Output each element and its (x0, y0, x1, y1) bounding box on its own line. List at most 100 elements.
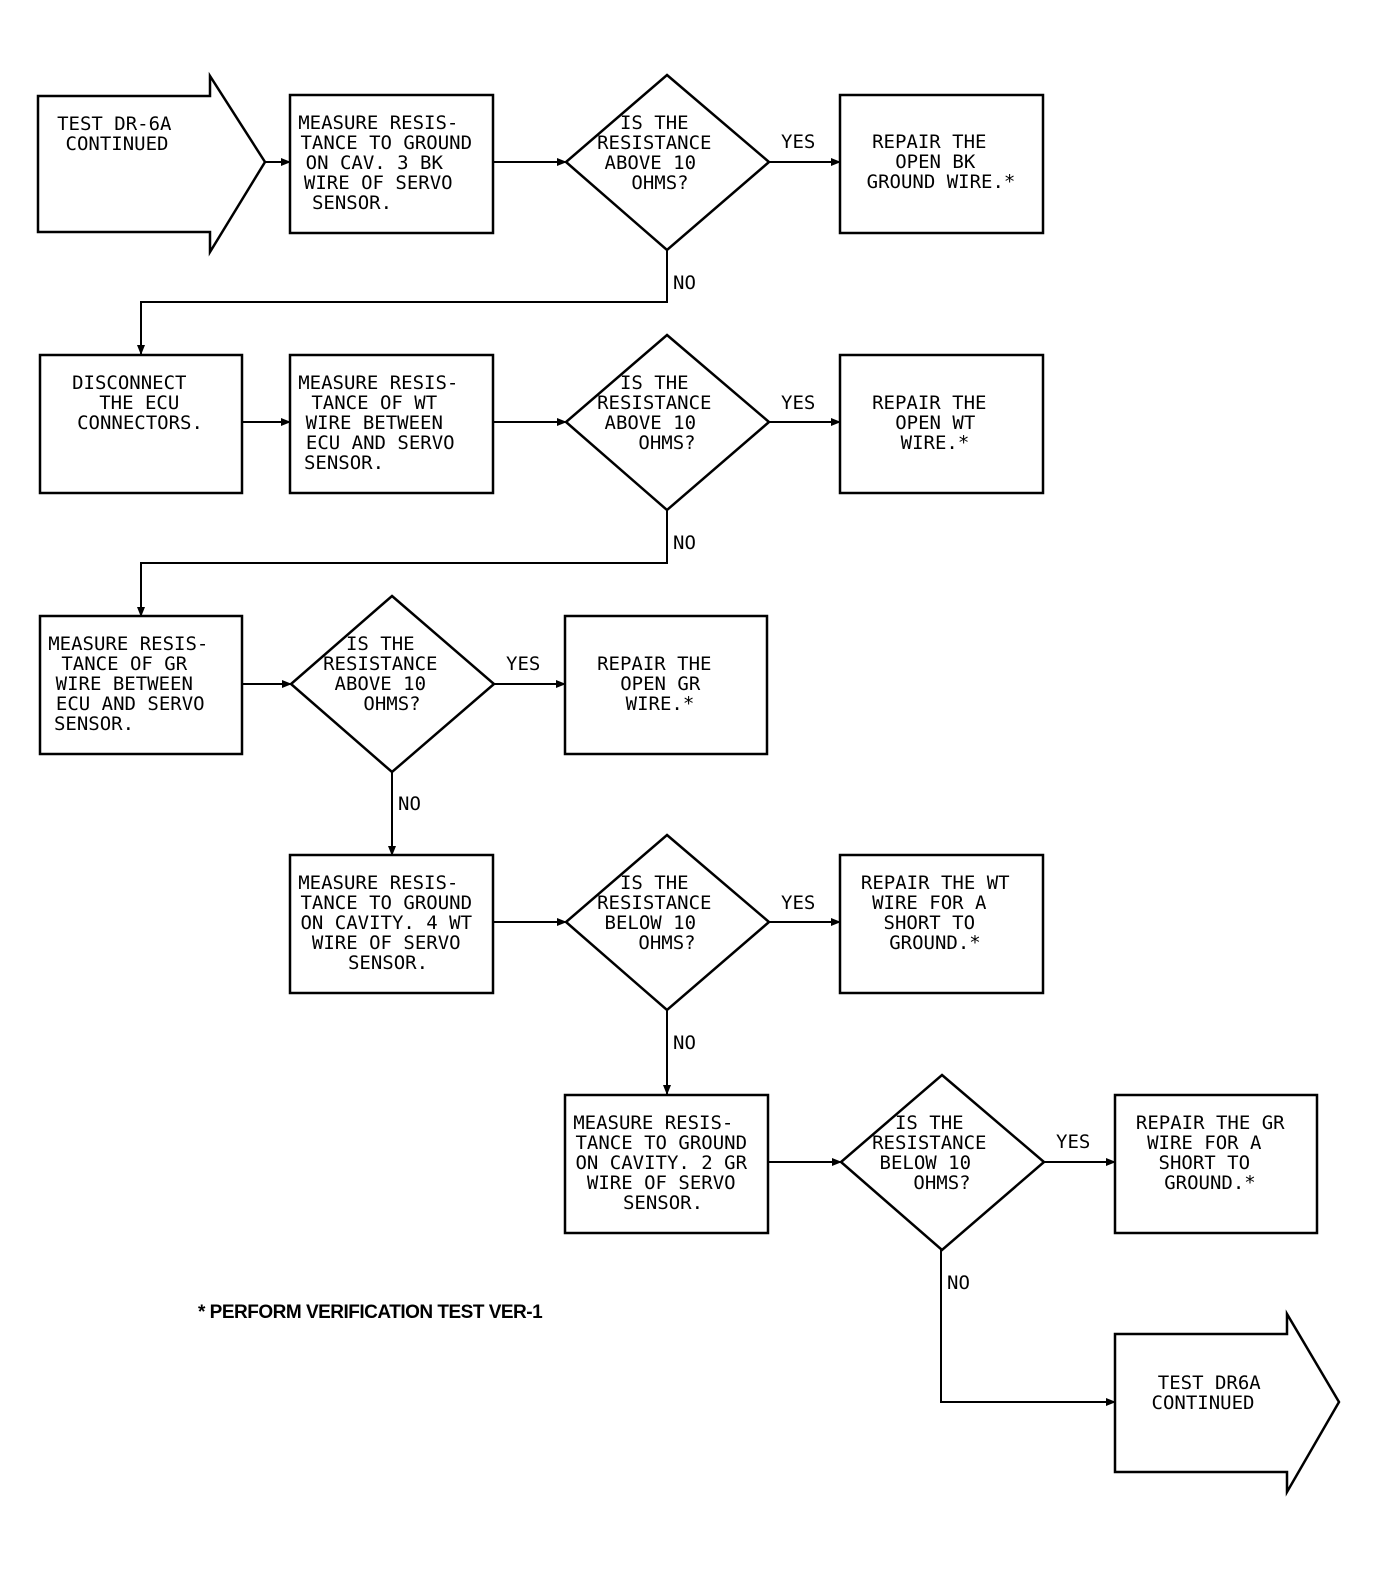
m2-line-5: SENSOR. (304, 452, 384, 474)
m3-line-5: SENSOR. (54, 713, 134, 735)
repair-box-4-rect (838, 853, 1045, 995)
m5-line-2: TANCE TO GROUND (575, 1132, 747, 1154)
m1-line-2: TANCE TO GROUND (300, 132, 472, 154)
d4-line-1: IS THE (620, 872, 689, 894)
edge-d1-disc (137, 250, 668, 355)
r5-line-4: GROUND.* (1164, 1172, 1256, 1194)
r1-line-3: GROUND WIRE.* (867, 171, 1016, 193)
m1-line-4: WIRE OF SERVO (304, 172, 453, 194)
m4-line-1: MEASURE RESIS- (298, 872, 458, 894)
d3-line-2: RESISTANCE (323, 653, 437, 675)
measure-box-1-rect (288, 93, 495, 235)
decision-3: IS THE RESISTANCE ABOVE 10 OHMS? (289, 594, 496, 774)
disc-line-3: CONNECTORS. (77, 412, 203, 434)
r3-line-1: REPAIR THE (597, 653, 711, 675)
edge-label-d3-no: NO (398, 793, 421, 815)
edge-label-d4-no: NO (673, 1032, 696, 1054)
r3-line-2: OPEN GR (620, 673, 701, 695)
d3-line-3: ABOVE 10 (335, 673, 427, 695)
measure-box-4-text: MEASURE RESIS- TANCE TO GROUND ON CAVITY… (298, 872, 483, 974)
edge-label-d2-yes: YES (781, 392, 815, 414)
m3-line-1: MEASURE RESIS- (48, 633, 208, 655)
m4-line-4: WIRE OF SERVO (312, 932, 461, 954)
d4-line-3: BELOW 10 (605, 912, 697, 934)
m2-line-3: WIRE BETWEEN (306, 412, 443, 434)
edge-label-d1-yes: YES (781, 131, 815, 153)
d3-line-1: IS THE (346, 633, 415, 655)
r4-line-1: REPAIR THE WT (861, 872, 1010, 894)
d4-line-2: RESISTANCE (597, 892, 711, 914)
d5-line-2: RESISTANCE (872, 1132, 986, 1154)
disconnect-box: DISCONNECT THE ECU CONNECTORS. (38, 353, 244, 495)
repair-box-1: REPAIR THE OPEN BK GROUND WIRE.* (838, 93, 1045, 235)
r3-line-3: WIRE.* (626, 693, 695, 715)
decision-4-diamond (564, 833, 771, 1012)
edge-label-d5-no: NO (947, 1272, 970, 1294)
d1-line-1: IS THE (620, 112, 689, 134)
decision-1-text: IS THE RESISTANCE ABOVE 10 OHMS? (597, 112, 723, 194)
d2-line-2: RESISTANCE (597, 392, 711, 414)
measure-box-5-rect (563, 1093, 770, 1235)
r2-line-2: OPEN WT (895, 412, 975, 434)
measure-box-2-rect (288, 353, 495, 495)
r1-line-2: OPEN BK (895, 151, 976, 173)
measure-box-4: MEASURE RESIS- TANCE TO GROUND ON CAVITY… (288, 853, 495, 995)
m2-line-4: ECU AND SERVO (306, 432, 455, 454)
end-line-1: TEST DR6A (1158, 1372, 1262, 1394)
repair-box-4: REPAIR THE WT WIRE FOR A SHORT TO GROUND… (838, 853, 1045, 995)
edge-label-d5-yes: YES (1056, 1131, 1090, 1153)
measure-box-5-text: MEASURE RESIS- TANCE TO GROUND ON CAVITY… (573, 1112, 758, 1214)
d1-line-2: RESISTANCE (597, 132, 711, 154)
d1-line-3: ABOVE 10 (605, 152, 697, 174)
d2-line-4: OHMS? (638, 432, 695, 454)
start-line-1: TEST DR-6A (57, 113, 172, 135)
disconnect-box-text: DISCONNECT THE ECU CONNECTORS. (72, 372, 203, 434)
measure-box-2: MEASURE RESIS- TANCE OF WT WIRE BETWEEN … (288, 353, 495, 495)
decision-1-diamond (564, 73, 771, 252)
start-arrow-text: TEST DR-6A CONTINUED (57, 113, 183, 155)
edge-label-d2-no: NO (673, 532, 696, 554)
d5-line-3: BELOW 10 (880, 1152, 972, 1174)
m2-line-1: MEASURE RESIS- (298, 372, 458, 394)
r5-line-1: REPAIR THE GR (1136, 1112, 1285, 1134)
repair-box-3: REPAIR THE OPEN GR WIRE.* (563, 614, 769, 756)
d5-line-4: OHMS? (913, 1172, 970, 1194)
m5-line-5: SENSOR. (623, 1192, 703, 1214)
repair-box-3-text: REPAIR THE OPEN GR WIRE.* (597, 653, 723, 715)
edge-label-d4-yes: YES (781, 892, 815, 914)
r4-line-4: GROUND.* (889, 932, 981, 954)
end-arrow-shape (1113, 1309, 1341, 1497)
decision-4: IS THE RESISTANCE BELOW 10 OHMS? (564, 833, 771, 1012)
measure-box-2-text: MEASURE RESIS- TANCE OF WT WIRE BETWEEN … (298, 372, 470, 474)
m4-line-2: TANCE TO GROUND (300, 892, 472, 914)
r4-line-2: WIRE FOR A (872, 892, 987, 914)
d2-line-1: IS THE (620, 372, 689, 394)
repair-box-5: REPAIR THE GR WIRE FOR A SHORT TO GROUND… (1113, 1093, 1319, 1235)
edge-d5-end (940, 1250, 1116, 1406)
edge-labels: YES NO YES NO YES NO YES NO YES NO (398, 131, 1090, 1294)
repair-box-2-rect (838, 353, 1045, 495)
decision-2: IS THE RESISTANCE ABOVE 10 OHMS? (564, 333, 771, 512)
footnote: * PERFORM VERIFICATION TEST VER-1 (198, 1302, 543, 1323)
r5-line-3: SHORT TO (1159, 1152, 1251, 1174)
disconnect-box-rect (38, 353, 244, 495)
repair-box-4-text: REPAIR THE WT WIRE FOR A SHORT TO GROUND… (861, 872, 1021, 954)
d3-line-4: OHMS? (363, 693, 420, 715)
decision-3-text: IS THE RESISTANCE ABOVE 10 OHMS? (323, 633, 449, 715)
repair-box-1-rect (838, 93, 1045, 235)
measure-box-1-text: MEASURE RESIS- TANCE TO GROUND ON CAV. 3… (298, 112, 483, 214)
edge-label-d1-no: NO (673, 272, 696, 294)
d4-line-4: OHMS? (638, 932, 695, 954)
measure-box-4-rect (288, 853, 495, 995)
r2-line-3: WIRE.* (901, 432, 970, 454)
decision-4-text: IS THE RESISTANCE BELOW 10 OHMS? (597, 872, 723, 954)
m3-line-4: ECU AND SERVO (56, 693, 205, 715)
decision-2-diamond (564, 333, 771, 512)
d5-line-1: IS THE (895, 1112, 964, 1134)
r1-line-1: REPAIR THE (872, 131, 986, 153)
r2-line-1: REPAIR THE (872, 392, 986, 414)
end-arrow: TEST DR6A CONTINUED (1113, 1309, 1341, 1497)
m1-line-3: ON CAV. 3 BK (306, 152, 444, 174)
decision-5: IS THE RESISTANCE BELOW 10 OHMS? (839, 1073, 1046, 1252)
